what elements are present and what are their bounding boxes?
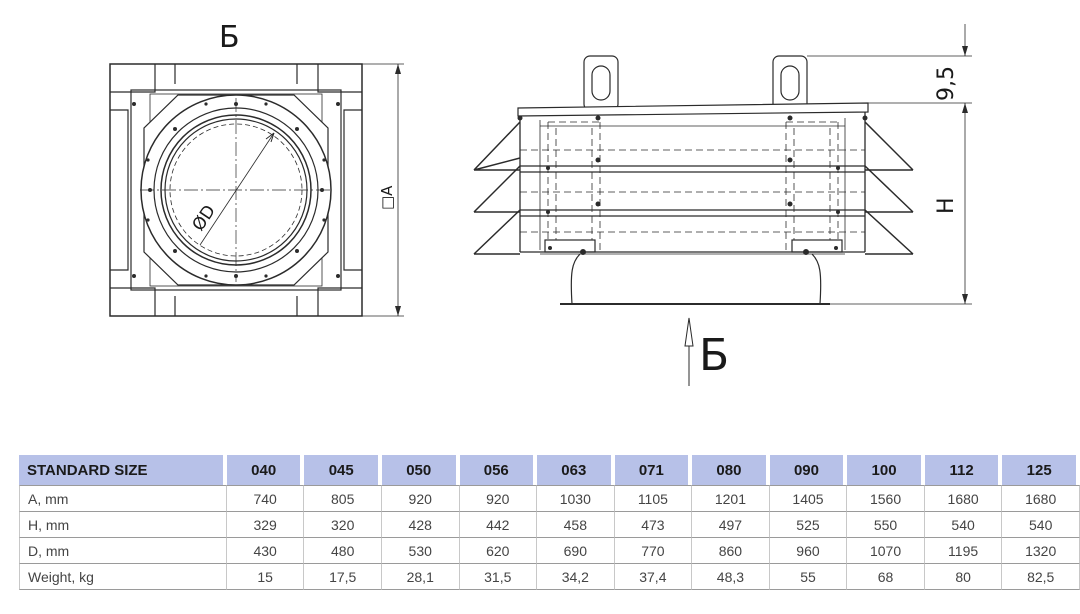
row-label: A, mm xyxy=(19,485,227,512)
table-row: D, mm 430 480 530 620 690 770 860 960 10… xyxy=(19,538,1080,564)
specifications-table: STANDARD SIZE 040 045 050 056 063 071 08… xyxy=(19,455,1080,590)
table-cell: 31,5 xyxy=(459,564,538,590)
table-cell: 1030 xyxy=(537,485,615,512)
side-view xyxy=(473,24,972,386)
table-cell: 740 xyxy=(226,485,305,512)
table-cell: 458 xyxy=(537,512,615,538)
table-cell: 1405 xyxy=(769,485,848,512)
table-header-row: STANDARD SIZE 040 045 050 056 063 071 08… xyxy=(19,455,1080,485)
height-dimension: H xyxy=(934,197,959,214)
table-cell: 525 xyxy=(769,512,848,538)
table-cell: 960 xyxy=(769,538,848,564)
top-view-label: Б xyxy=(219,20,240,55)
side-view-label: Б xyxy=(699,330,729,381)
table-cell: 55 xyxy=(769,564,848,590)
header-size: 080 xyxy=(692,455,770,485)
table-row: Weight, kg 15 17,5 28,1 31,5 34,2 37,4 4… xyxy=(19,564,1080,590)
table-cell: 473 xyxy=(614,512,693,538)
square-side-dimension: □A xyxy=(378,185,396,210)
table-cell: 442 xyxy=(459,512,538,538)
header-size: 050 xyxy=(381,455,460,485)
table-cell: 540 xyxy=(1002,512,1080,538)
table-cell: 920 xyxy=(381,485,460,512)
table-cell: 770 xyxy=(614,538,693,564)
row-label: D, mm xyxy=(19,538,227,564)
table-cell: 860 xyxy=(692,538,770,564)
table-cell: 1201 xyxy=(692,485,770,512)
table-cell: 1070 xyxy=(847,538,925,564)
table-cell: 428 xyxy=(381,512,460,538)
table-cell: 480 xyxy=(304,538,382,564)
top-view xyxy=(109,63,404,317)
row-label: H, mm xyxy=(19,512,227,538)
table-cell: 805 xyxy=(304,485,382,512)
table-row: A, mm 740 805 920 920 1030 1105 1201 140… xyxy=(19,485,1080,512)
technical-drawing: Б □A ØD 9,5 H Б xyxy=(109,20,972,386)
header-size: 056 xyxy=(459,455,538,485)
table-cell: 497 xyxy=(692,512,770,538)
header-size: 045 xyxy=(304,455,382,485)
table-cell: 1680 xyxy=(1002,485,1080,512)
table-cell: 320 xyxy=(304,512,382,538)
header-standard-size: STANDARD SIZE xyxy=(19,455,227,485)
table-cell: 68 xyxy=(847,564,925,590)
header-size: 090 xyxy=(769,455,848,485)
table-cell: 28,1 xyxy=(381,564,460,590)
table-cell: 82,5 xyxy=(1002,564,1080,590)
table-cell: 34,2 xyxy=(537,564,615,590)
header-size: 100 xyxy=(847,455,925,485)
header-size: 071 xyxy=(614,455,693,485)
table-cell: 37,4 xyxy=(614,564,693,590)
table-cell: 1320 xyxy=(1002,538,1080,564)
table-cell: 1105 xyxy=(614,485,693,512)
table-cell: 550 xyxy=(847,512,925,538)
header-size: 112 xyxy=(924,455,1003,485)
table-cell: 1680 xyxy=(924,485,1003,512)
table-cell: 530 xyxy=(381,538,460,564)
table-cell: 48,3 xyxy=(692,564,770,590)
table-cell: 1195 xyxy=(924,538,1003,564)
header-size: 040 xyxy=(226,455,305,485)
table-cell: 620 xyxy=(459,538,538,564)
header-size: 063 xyxy=(537,455,615,485)
table-cell: 15 xyxy=(226,564,305,590)
row-label: Weight, kg xyxy=(19,564,227,590)
table-cell: 17,5 xyxy=(304,564,382,590)
table-cell: 540 xyxy=(924,512,1003,538)
table-cell: 430 xyxy=(226,538,305,564)
table-cell: 690 xyxy=(537,538,615,564)
table-cell: 1560 xyxy=(847,485,925,512)
header-size: 125 xyxy=(1002,455,1080,485)
table-cell: 920 xyxy=(459,485,538,512)
lug-height-dimension: 9,5 xyxy=(934,66,959,101)
table-row: H, mm 329 320 428 442 458 473 497 525 55… xyxy=(19,512,1080,538)
table-cell: 329 xyxy=(226,512,305,538)
table-cell: 80 xyxy=(924,564,1003,590)
